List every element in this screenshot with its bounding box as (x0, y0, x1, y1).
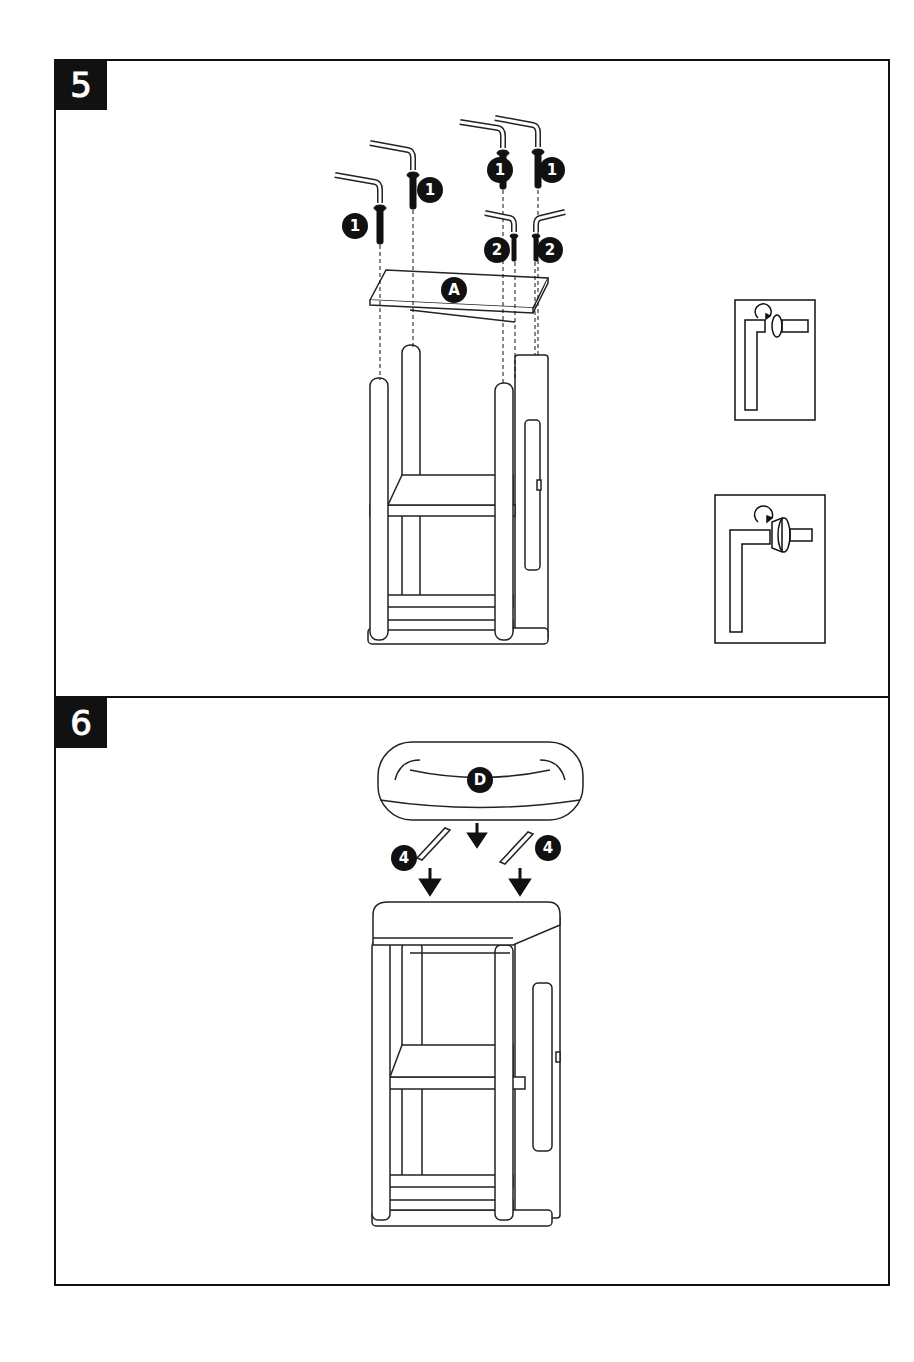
callout-number: 1 (539, 157, 565, 183)
callout-number: 4 (391, 845, 417, 871)
callout-number: 1 (487, 157, 513, 183)
detail-insets (715, 300, 825, 643)
screws (374, 149, 544, 261)
callout-number: D (467, 767, 493, 793)
step6-cabinet (372, 902, 560, 1226)
callout-number: 2 (537, 237, 563, 263)
callout-number: 2 (484, 237, 510, 263)
step-number: 6 (55, 698, 107, 748)
guide-lines (380, 190, 538, 385)
step-divider (55, 696, 889, 698)
down-arrows (421, 823, 529, 894)
step-number: 5 (55, 60, 107, 110)
page-frame (55, 60, 889, 1285)
allen-keys (335, 118, 565, 232)
callout-number: 1 (342, 213, 368, 239)
callout-number: 1 (417, 177, 443, 203)
callout-number: A (441, 277, 467, 303)
callout-number: 4 (535, 835, 561, 861)
step5-cabinet (368, 270, 548, 644)
